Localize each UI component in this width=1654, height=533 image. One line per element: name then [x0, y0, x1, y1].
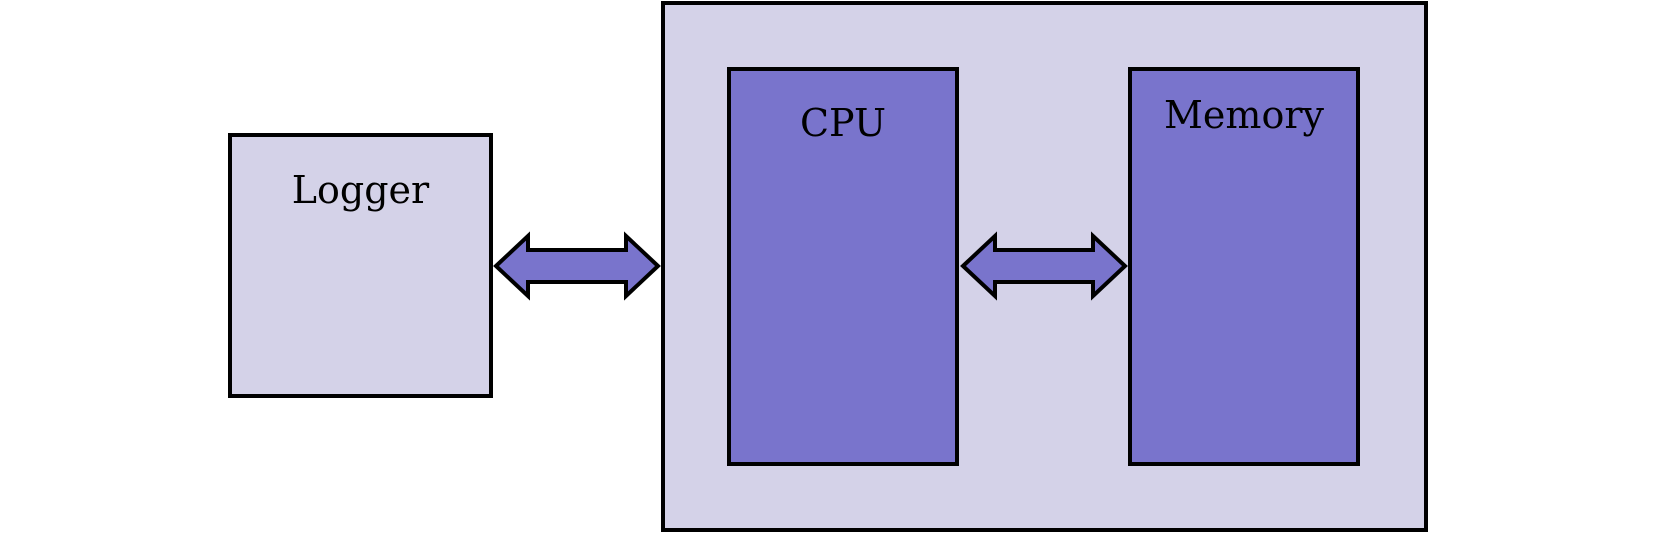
cpu-memory-double-arrow	[960, 231, 1128, 301]
logger-system-double-arrow	[493, 231, 661, 301]
memory-block: Memory	[1128, 67, 1360, 466]
logger-label: Logger	[291, 168, 430, 212]
cpu-label: CPU	[799, 101, 886, 145]
memory-label: Memory	[1164, 93, 1324, 137]
logger-block: Logger	[228, 133, 493, 398]
cpu-block: CPU	[727, 67, 959, 466]
